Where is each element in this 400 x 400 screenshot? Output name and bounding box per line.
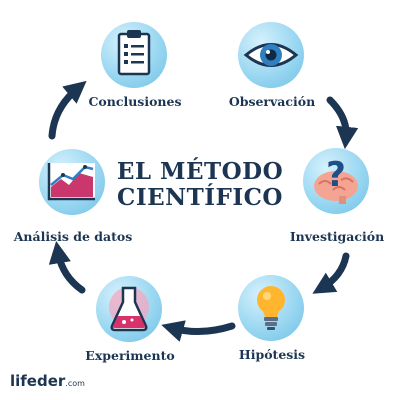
diagram-title-line-1: EL MÉTODO bbox=[116, 158, 284, 185]
stage-observacion: Observación bbox=[207, 22, 337, 142]
stage-investigacion: ? Investigación bbox=[272, 148, 400, 268]
logo-name: lifeder bbox=[10, 372, 66, 390]
stage-experimento: Experimento bbox=[65, 276, 195, 396]
stage-label: Observación bbox=[228, 94, 316, 109]
svg-text:?: ? bbox=[326, 155, 346, 195]
stage-label: Análisis de datos bbox=[13, 229, 133, 244]
stage-label: Experimento bbox=[85, 348, 175, 363]
stage-hipotesis: Hipótesis bbox=[207, 275, 337, 395]
arrow-hipotesis-to-experimento bbox=[161, 320, 236, 342]
chart-icon bbox=[39, 149, 105, 215]
arrow-investigacion-to-hipotesis bbox=[312, 252, 350, 294]
arrow-experimento-to-analisis bbox=[48, 240, 86, 294]
arrow-analisis-to-conclusiones bbox=[48, 80, 87, 140]
stage-label: Investigación bbox=[289, 229, 385, 244]
stage-analisis: Análisis de datos bbox=[8, 149, 138, 269]
arrow-observacion-to-investigacion bbox=[326, 96, 359, 150]
stage-label: Conclusiones bbox=[88, 94, 182, 109]
eye-icon bbox=[238, 22, 304, 88]
brain-question-icon: ? bbox=[303, 148, 369, 214]
stage-label: Hipótesis bbox=[238, 347, 306, 362]
stage-conclusiones: Conclusiones bbox=[70, 22, 200, 142]
flask-icon bbox=[96, 276, 162, 342]
lightbulb-icon bbox=[238, 275, 304, 341]
lifeder-logo: lifeder.com bbox=[10, 372, 85, 390]
clipboard-list-icon bbox=[101, 22, 167, 88]
diagram-title-line-2: CIENTÍFICO bbox=[117, 184, 283, 211]
logo-suffix: .com bbox=[65, 379, 85, 388]
